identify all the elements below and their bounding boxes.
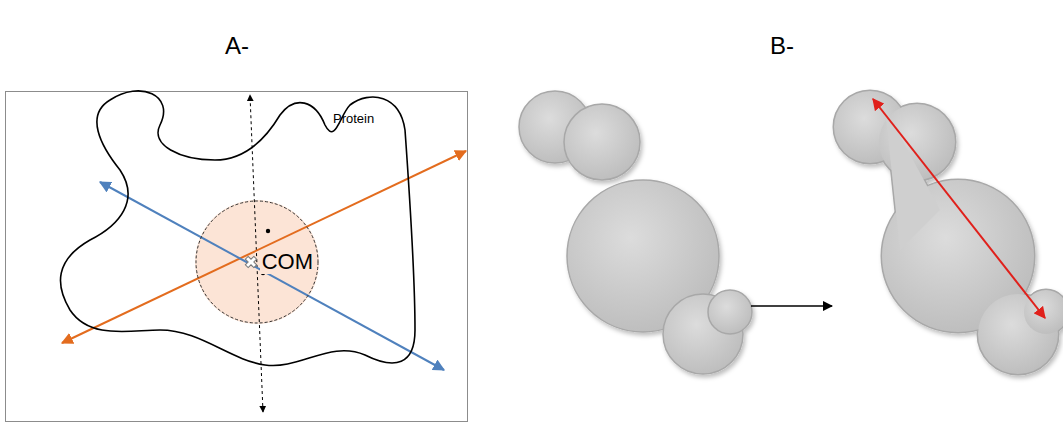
com-cross xyxy=(243,254,260,271)
protein-label: Protein xyxy=(333,112,374,126)
panel-frame xyxy=(6,92,468,422)
merged-surface xyxy=(834,91,1063,374)
com-sphere: COM xyxy=(195,200,319,324)
protein-outline-shape xyxy=(50,85,430,385)
transform-arrow xyxy=(751,305,832,307)
sphere-cluster xyxy=(519,91,752,374)
max-dimension-arrow xyxy=(873,99,1045,318)
axis-blue xyxy=(100,182,444,370)
axis-orange xyxy=(62,151,466,343)
panel-label: B- xyxy=(770,32,794,60)
protein-outline: ProteinCOM xyxy=(50,85,430,385)
axis-point xyxy=(266,229,270,233)
com-label: COM xyxy=(260,250,315,274)
panel-label: A- xyxy=(225,32,249,60)
